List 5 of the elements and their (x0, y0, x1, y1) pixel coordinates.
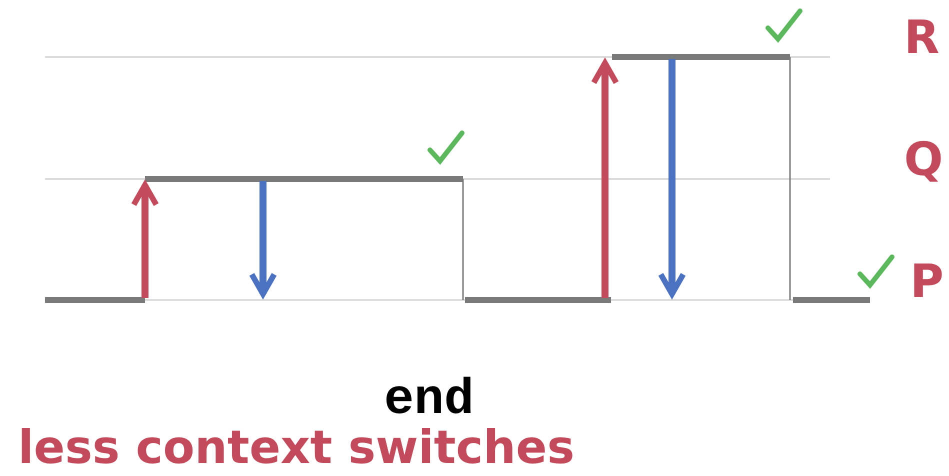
caption-text: less context switches (18, 424, 574, 470)
code-keyword: end (384, 376, 474, 426)
level-label: Q (904, 136, 944, 182)
level-label: P (910, 258, 944, 304)
level-label: R (904, 14, 940, 60)
